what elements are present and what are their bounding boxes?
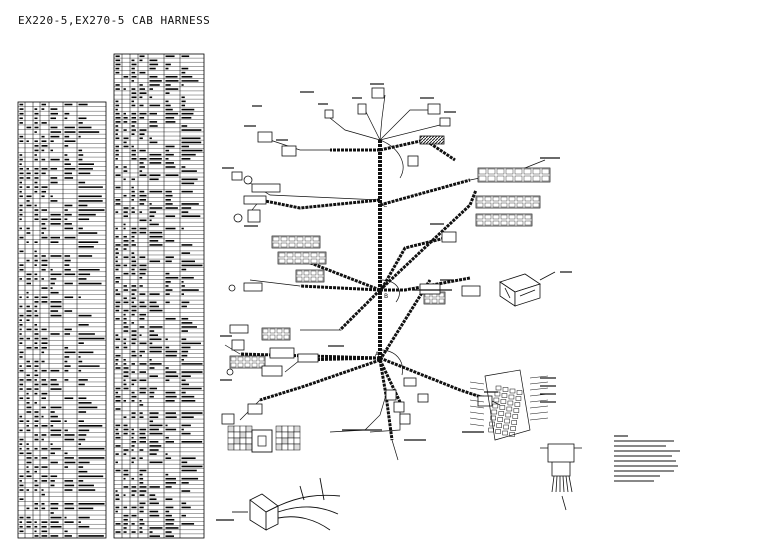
circuit-table-middle (113, 53, 205, 539)
connector-group-top (324, 87, 451, 145)
drawing-notes (614, 435, 680, 482)
connector-group-lower (385, 155, 493, 425)
isometric-connector (499, 271, 556, 307)
circuit-table-left (17, 101, 107, 539)
drawing-title: EX220-5,EX270-5 CAB HARNESS (18, 14, 211, 27)
harness-clip-perspective (232, 477, 341, 531)
fuse-block-connector (469, 369, 549, 441)
junction-label-c: C (383, 202, 387, 209)
junction-label-a: A (375, 351, 380, 358)
junction-label-b: B (384, 293, 388, 300)
connector-group-left (221, 131, 319, 425)
large-grid-connector (227, 425, 301, 453)
connector-pin-blocks (229, 167, 551, 369)
junction-markers: C B A (375, 202, 388, 358)
harness-branches (239, 138, 491, 403)
connector-side-view (540, 443, 582, 511)
harness-main-trunk (378, 140, 394, 441)
connector-callout-labels (216, 83, 572, 521)
wire-leads (224, 94, 546, 461)
